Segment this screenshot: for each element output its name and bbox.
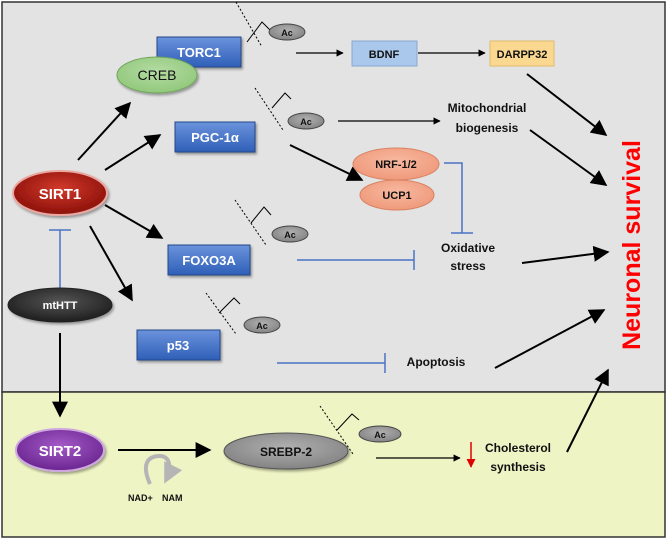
sirt2-label: SIRT2	[39, 443, 82, 460]
chol-label-line2: synthesis	[490, 460, 546, 474]
acetyl-ellipses: Ac Ac Ac Ac Ac	[243, 23, 402, 443]
acetyl-foxo3a	[271, 225, 309, 243]
nam-label: NAM	[162, 493, 183, 503]
nrf12-label: NRF-1/2	[375, 159, 417, 171]
bottom-panel	[1, 391, 666, 538]
ucp1-ellipse	[359, 179, 435, 211]
acetyl-label: Ac	[300, 117, 312, 127]
sirt1-ellipse	[12, 170, 108, 216]
oxid-label-line2: stress	[450, 259, 486, 273]
pgc1a-label: PGC-1α	[191, 130, 239, 145]
srebp2-ellipse	[223, 432, 349, 470]
srebp2-label: SREBP-2	[260, 445, 312, 459]
sirt2-ellipse	[15, 428, 105, 472]
sirt1-label: SIRT1	[39, 186, 82, 203]
creb-ellipse	[116, 56, 198, 94]
acetyl-label: Ac	[256, 321, 268, 331]
oxid-label-line1: Oxidative	[441, 241, 495, 255]
apoptosis-label: Apoptosis	[407, 355, 466, 369]
nad-label: NAD+	[128, 493, 153, 503]
mito-label-line1: Mitochondrial	[448, 101, 527, 115]
top-panel	[1, 1, 666, 393]
inhibition-lines	[49, 162, 473, 373]
acetyl-label: Ac	[374, 430, 386, 440]
bdnf-box	[351, 40, 418, 67]
chol-label-line1: Cholesterol	[485, 441, 551, 455]
foxo3a-label: FOXO3A	[182, 253, 236, 268]
bdnf-label: BDNF	[369, 49, 400, 61]
p53-box	[136, 329, 221, 361]
acetyl-label: Ac	[281, 28, 293, 38]
neuronal-survival-label: Neuronal survival	[618, 140, 646, 350]
foxo3a-box	[167, 244, 251, 276]
acetyl-p53	[243, 316, 281, 334]
ucp1-label: UCP1	[382, 190, 411, 202]
torc1-label: TORC1	[177, 45, 221, 60]
pgc1a-box	[174, 121, 256, 153]
p53-label: p53	[167, 338, 189, 353]
activation-arrows	[52, 73, 610, 458]
acetyl-srebp2	[358, 425, 402, 443]
mito-label-line2: biogenesis	[456, 121, 519, 135]
creb-label: CREB	[138, 67, 177, 83]
nad-cycle-arrow	[143, 453, 183, 485]
darpp32-box	[489, 40, 555, 67]
mthtt-ellipse	[7, 287, 113, 323]
acetyl-pgc1a	[287, 112, 325, 130]
mthtt-label: mtHTT	[43, 300, 78, 312]
thin-arrows	[296, 49, 486, 462]
acetyl-tags	[205, 1, 360, 455]
acetyl-label: Ac	[284, 230, 296, 240]
darpp32-label: DARPP32	[497, 49, 548, 61]
acetyl-torc1	[268, 23, 306, 41]
